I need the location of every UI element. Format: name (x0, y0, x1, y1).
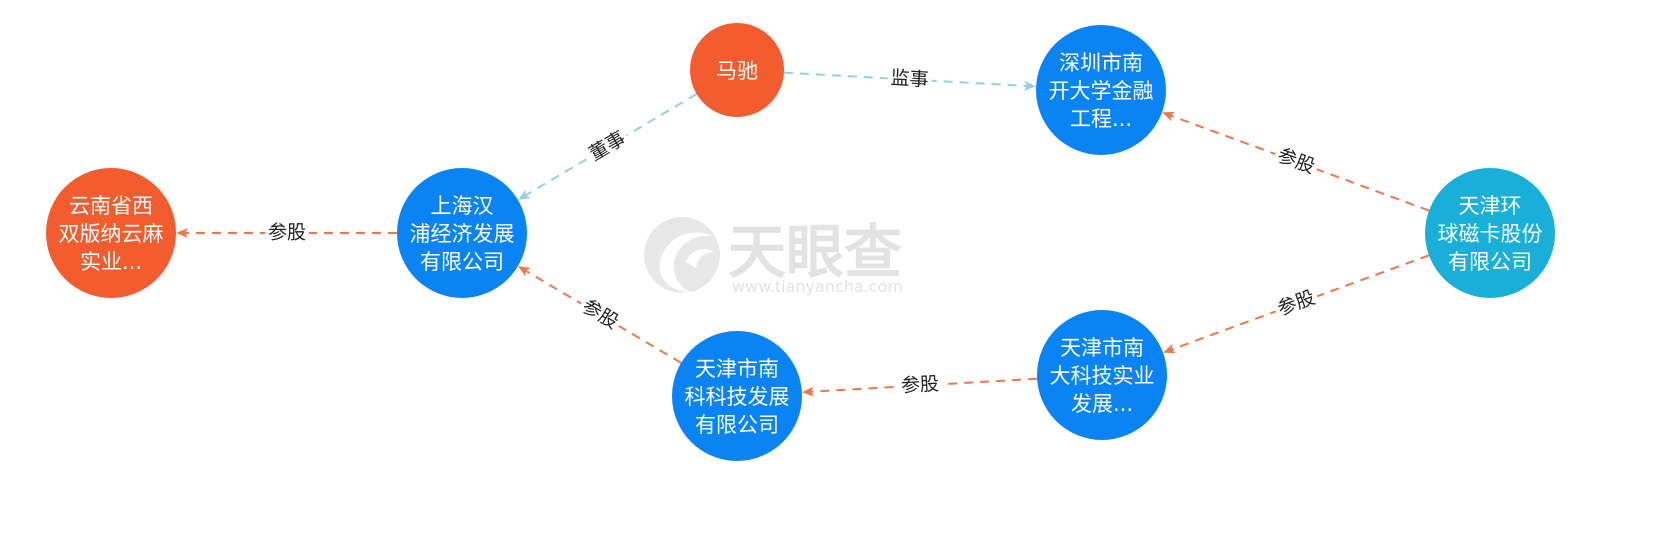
edge-label-background (582, 125, 633, 169)
node-shenzhen[interactable]: 深圳市南开大学金融工程... (1036, 25, 1166, 155)
edge-line (783, 71, 1037, 91)
node-label-line: 天津市南 (1060, 336, 1144, 360)
watermark-url: www.tianyancha.com (732, 277, 903, 296)
node-circle[interactable] (690, 23, 784, 117)
edge-label-background (1271, 284, 1322, 323)
node-label-line: 大科技实业 (1050, 364, 1155, 388)
edge-label-background (1271, 142, 1321, 181)
node-label-line: 双版纳云麻 (59, 222, 164, 246)
node-label-line: 球磁卡股份 (1438, 222, 1543, 246)
node-label-line: 有限公司 (695, 413, 779, 437)
node-label-line: 有限公司 (1448, 250, 1532, 274)
edge-label: 参股 (268, 222, 306, 244)
node-circle[interactable] (1037, 310, 1167, 440)
watermark: 天眼查 www.tianyancha.com (644, 217, 903, 296)
node-label-line: 科科技发展 (685, 385, 790, 409)
node-label-line: 云南省西 (69, 194, 153, 218)
node-label-line: 工程... (1070, 107, 1132, 131)
node-label-line: 深圳市南 (1059, 51, 1143, 75)
edge-label-background (886, 66, 933, 93)
node-label-line: 开大学金融 (1049, 79, 1154, 103)
node-circle[interactable] (46, 168, 176, 298)
node-yunnan[interactable]: 云南省西双版纳云麻实业... (46, 168, 176, 298)
node-label-line: 浦经济发展 (410, 222, 515, 246)
edge-tianjin_nanda-to-tianjin_nanke[interactable]: 参股 (801, 372, 1038, 399)
node-label-line: 发展... (1071, 392, 1133, 416)
edge-label-background (897, 372, 943, 399)
node-circle[interactable] (1036, 25, 1166, 155)
edge-label-background (265, 221, 309, 245)
edge-machi-to-shanghai[interactable]: 董事 (517, 93, 698, 201)
node-machi[interactable]: 马驰 (690, 23, 784, 117)
edge-machi-to-shenzhen[interactable]: 监事 (783, 66, 1037, 93)
edge-tianjin_huanqiu-to-tianjin_nanda[interactable]: 参股 (1163, 254, 1430, 354)
edge-shanghai-to-yunnan[interactable]: 参股 (176, 221, 397, 245)
edge-tianjin_huanqiu-to-shenzhen[interactable]: 参股 (1162, 111, 1430, 212)
watermark-brand: 天眼查 (728, 218, 902, 286)
node-circle[interactable] (672, 331, 802, 461)
edge-label-background (574, 293, 625, 337)
edge-label: 监事 (890, 67, 929, 91)
node-label-line: 天津环 (1459, 194, 1522, 218)
node-label-line: 实业... (80, 250, 142, 274)
edge-label: 参股 (900, 373, 939, 397)
node-circle[interactable] (397, 168, 527, 298)
node-circle[interactable] (1425, 168, 1555, 298)
tianyancha-logo-icon (644, 217, 720, 293)
node-label-line: 天津市南 (695, 357, 779, 381)
node-tianjin_nanda[interactable]: 天津市南大科技实业发展... (1037, 310, 1167, 440)
node-label-line: 马驰 (716, 59, 758, 83)
node-label-line: 有限公司 (420, 250, 504, 274)
node-label-line: 上海汉 (431, 194, 494, 218)
